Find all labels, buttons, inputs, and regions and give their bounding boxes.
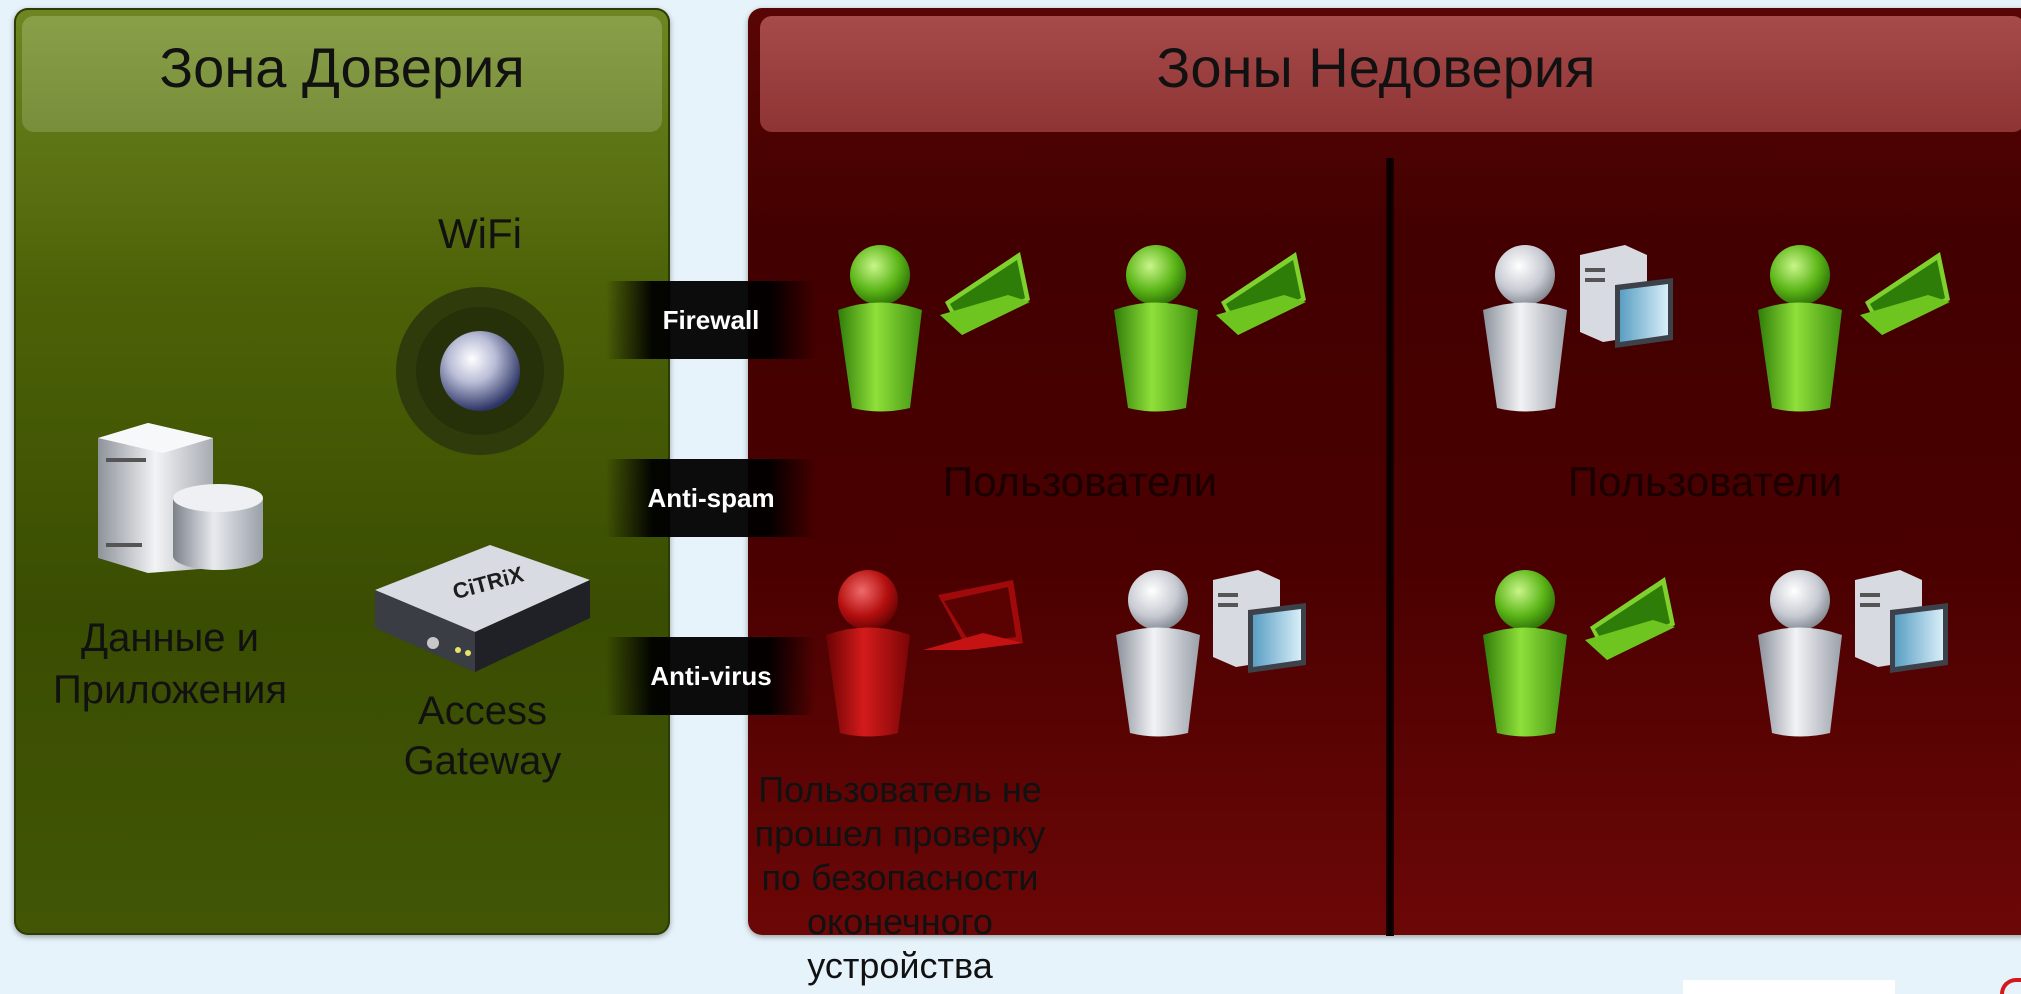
trusted-user-laptop-icon (1114, 245, 1306, 412)
anti-virus-layer: Anti-virus (606, 637, 816, 715)
failed-note-line: прошел проверку (754, 813, 1046, 854)
zone-divider (1386, 158, 1394, 936)
wifi-access-point-icon (396, 287, 564, 455)
footer-decoration (1683, 980, 1895, 994)
gateway-label-line2: Gateway (403, 739, 562, 783)
trusted-user-laptop-icon (1483, 570, 1675, 737)
left-users-group-label: Пользователи (942, 458, 1218, 505)
server-database-icon (98, 423, 263, 573)
trusted-user-laptop-icon (838, 245, 1030, 412)
neutral-user-desktop-icon (1758, 570, 1948, 737)
neutral-user-desktop-icon (1483, 245, 1673, 412)
untrust-zone-header (760, 16, 2021, 132)
footer-logo-mark (2000, 978, 2021, 994)
trust-zone-title: Зона Доверия (159, 36, 525, 99)
failed-note-line: по безопасности (761, 857, 1039, 898)
wifi-label: WiFi (438, 210, 522, 257)
access-gateway-appliance-icon: CiTRiX (375, 545, 590, 672)
failed-note-line: устройства (807, 945, 993, 986)
failed-note-line: Пользователь не (758, 769, 1042, 810)
data-apps-label-line2: Приложения (52, 668, 288, 712)
data-apps-label-line1: Данные и (81, 616, 259, 660)
anti-spam-layer: Anti-spam (606, 459, 816, 537)
gateway-label-line1: Access (418, 689, 547, 733)
neutral-user-desktop-icon (1116, 570, 1306, 737)
trust-zone-header (22, 16, 662, 132)
right-users-group-label: Пользователи (1567, 458, 1843, 505)
failed-user-note: Пользователь не прошел проверку по безоп… (740, 768, 1060, 988)
failed-user-laptop-icon (826, 570, 1023, 737)
firewall-layer: Firewall (606, 281, 816, 359)
trusted-user-laptop-icon (1758, 245, 1950, 412)
failed-note-line: оконечного (807, 901, 993, 942)
untrust-zone-title: Зоны Недоверия (1156, 36, 1596, 99)
untrust-zone-panel (748, 8, 2021, 935)
